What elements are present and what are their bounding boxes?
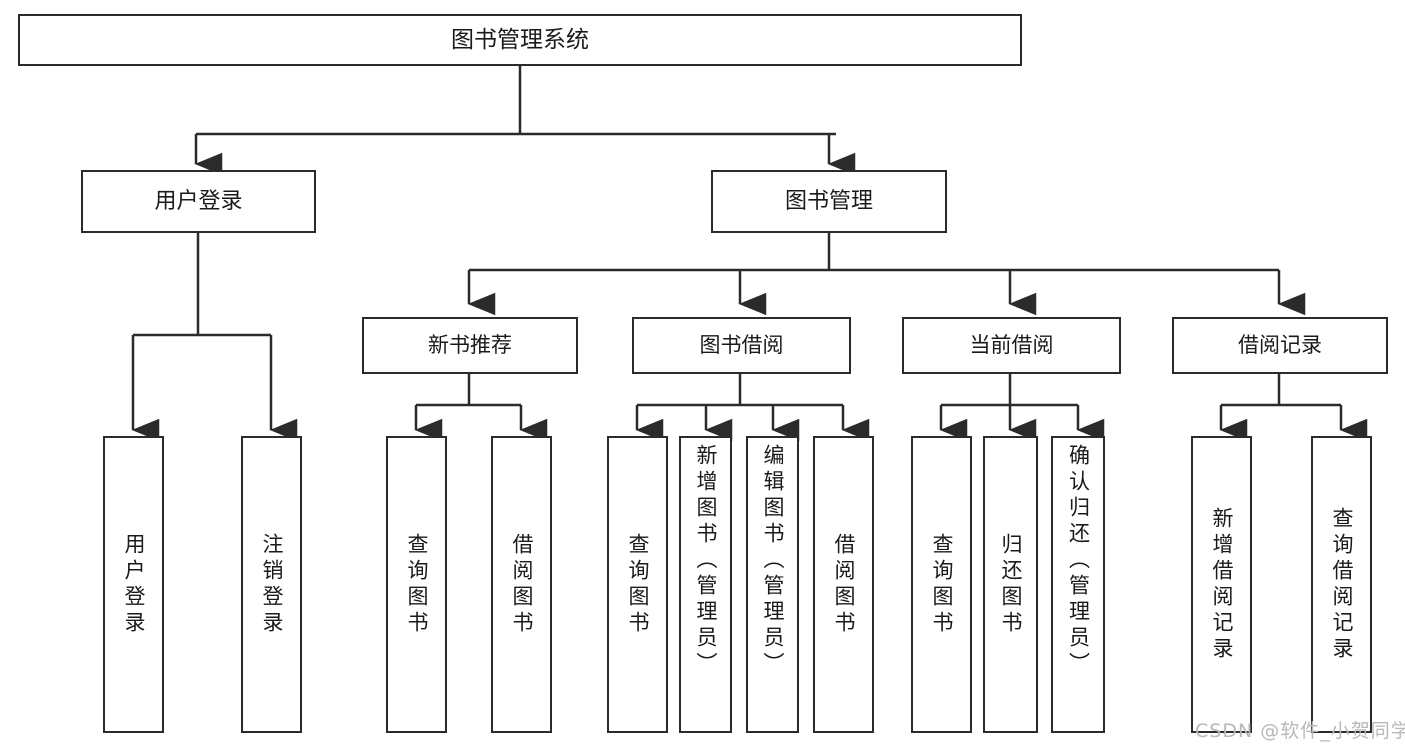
node-borrow-record-label: 借阅记录 xyxy=(1238,333,1322,358)
node-root[interactable]: 图书管理系统 xyxy=(18,14,1022,66)
node-book-manage[interactable]: 图书管理 xyxy=(711,170,947,233)
leaf-cb-confirm-return-admin[interactable]: 确认归还（管理员） xyxy=(1051,436,1105,733)
leaf-bb-edit-book-admin[interactable]: 编辑图书（管理员） xyxy=(746,436,799,733)
node-new-book-recommend-label: 新书推荐 xyxy=(428,333,512,358)
leaf-nb-query-book[interactable]: 查询图书 xyxy=(386,436,447,733)
node-book-borrow[interactable]: 图书借阅 xyxy=(632,317,851,374)
leaf-bb-borrow-book-label: 借阅图书 xyxy=(832,532,856,637)
node-book-borrow-label: 图书借阅 xyxy=(699,333,784,358)
node-book-manage-label: 图书管理 xyxy=(784,188,873,214)
node-user-login[interactable]: 用户登录 xyxy=(81,170,316,233)
leaf-br-query-record-label: 查询借阅记录 xyxy=(1330,506,1354,663)
leaf-cb-query-book[interactable]: 查询图书 xyxy=(911,436,972,733)
leaf-cb-confirm-return-admin-label: 确认归还（管理员） xyxy=(1066,444,1091,678)
leaf-br-query-record[interactable]: 查询借阅记录 xyxy=(1311,436,1372,733)
leaf-br-add-record[interactable]: 新增借阅记录 xyxy=(1191,436,1252,733)
leaf-nb-borrow-book-label: 借阅图书 xyxy=(510,532,534,637)
node-root-label: 图书管理系统 xyxy=(451,26,589,53)
leaf-bb-add-book-admin[interactable]: 新增图书（管理员） xyxy=(679,436,732,733)
leaf-bb-query-book[interactable]: 查询图书 xyxy=(607,436,668,733)
node-borrow-record[interactable]: 借阅记录 xyxy=(1172,317,1388,374)
node-new-book-recommend[interactable]: 新书推荐 xyxy=(362,317,578,374)
leaf-bb-edit-book-admin-label: 编辑图书（管理员） xyxy=(761,444,785,678)
node-current-borrow[interactable]: 当前借阅 xyxy=(902,317,1121,374)
leaf-user-login[interactable]: 用户登录 xyxy=(103,436,164,733)
leaf-nb-query-book-label: 查询图书 xyxy=(405,532,429,637)
leaf-cb-return-book-label: 归还图书 xyxy=(999,532,1023,637)
node-current-borrow-label: 当前借阅 xyxy=(969,333,1054,358)
csdn-watermark: CSDN @软件_小贺同学 xyxy=(1195,720,1405,742)
node-user-login-label: 用户登录 xyxy=(154,188,243,214)
leaf-bb-query-book-label: 查询图书 xyxy=(626,532,650,637)
leaf-logout[interactable]: 注销登录 xyxy=(241,436,302,733)
leaf-cb-query-book-label: 查询图书 xyxy=(930,532,954,637)
leaf-cb-return-book[interactable]: 归还图书 xyxy=(983,436,1038,733)
leaf-user-login-label: 用户登录 xyxy=(122,532,146,637)
leaf-logout-label: 注销登录 xyxy=(260,532,284,637)
leaf-nb-borrow-book[interactable]: 借阅图书 xyxy=(491,436,552,733)
leaf-bb-borrow-book[interactable]: 借阅图书 xyxy=(813,436,874,733)
leaf-br-add-record-label: 新增借阅记录 xyxy=(1210,506,1234,663)
leaf-bb-add-book-admin-label: 新增图书（管理员） xyxy=(694,444,718,678)
